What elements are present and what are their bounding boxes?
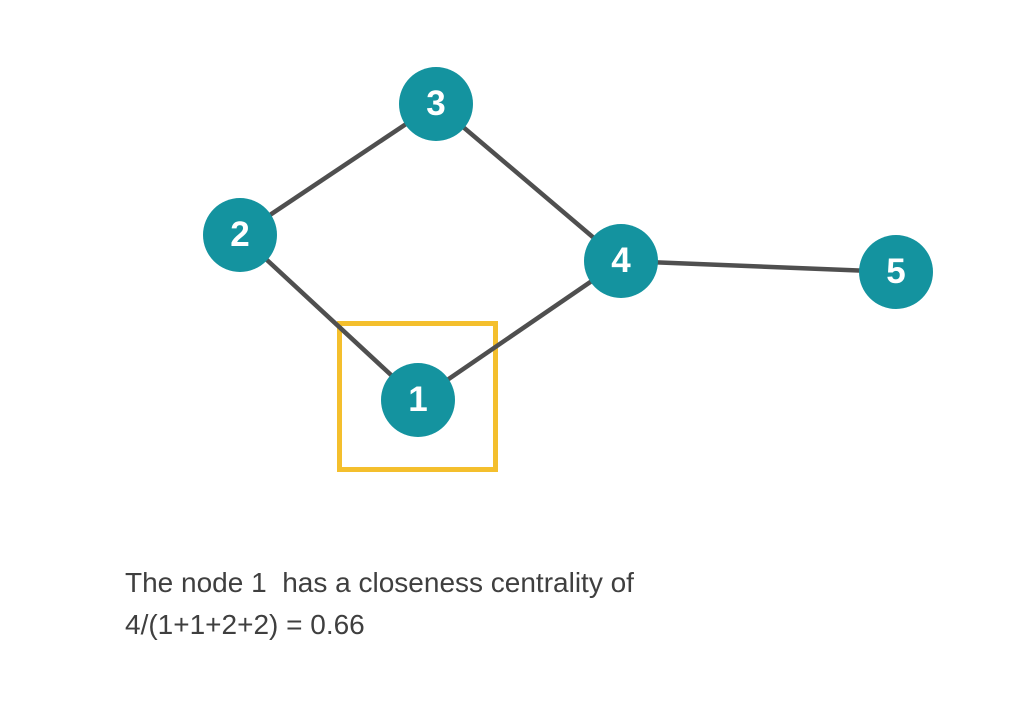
- graph-edge-2-1: [238, 233, 420, 402]
- caption-line-1: The node 1 has a closeness centrality of: [125, 567, 634, 598]
- caption-line-2: 4/(1+1+2+2) = 0.66: [125, 609, 365, 640]
- graph-node-2: 2: [203, 198, 277, 272]
- graph-node-1: 1: [381, 363, 455, 437]
- graph-edge-3-4: [434, 102, 623, 263]
- graph-edge-4-5: [620, 258, 897, 275]
- node1-highlight-box: [337, 321, 498, 472]
- graph-node-3: 3: [399, 67, 473, 141]
- graph-node-4: 4: [584, 224, 658, 298]
- graph-edge-1-4: [416, 259, 623, 402]
- graph-node-5: 5: [859, 235, 933, 309]
- graph-edge-2-3: [238, 102, 438, 237]
- caption: The node 1 has a closeness centrality of…: [125, 562, 634, 646]
